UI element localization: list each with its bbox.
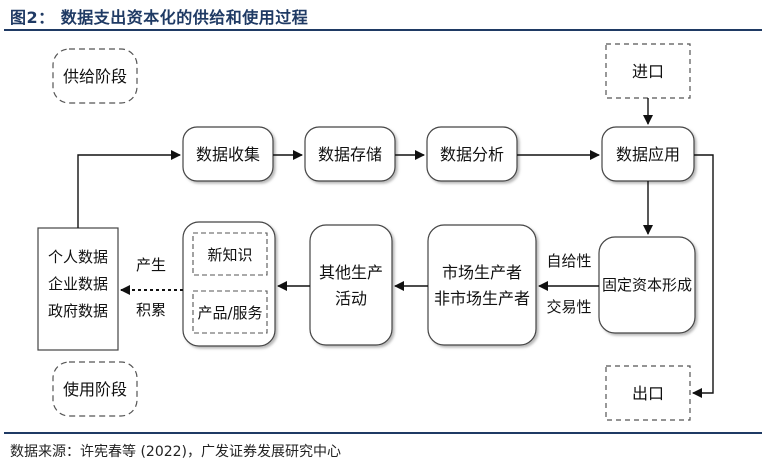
- svg-text:进口: 进口: [632, 62, 664, 81]
- import-node: 进口: [605, 43, 691, 99]
- products-services-node: 产品/服务: [192, 290, 268, 334]
- trade-label: 交易性: [546, 298, 591, 316]
- svg-text:产品/服务: 产品/服务: [197, 304, 262, 322]
- other-production-node: 其他生产 活动: [309, 224, 393, 346]
- data-types-node: 个人数据 企业数据 政府数据: [37, 227, 119, 351]
- svg-text:市场生产者: 市场生产者: [442, 263, 522, 282]
- svg-text:数据收集: 数据收集: [196, 145, 260, 164]
- footer-rule: [4, 432, 762, 434]
- producers-node: 市场生产者 非市场生产者: [427, 224, 537, 346]
- self-supply-label: 自给性: [546, 252, 591, 270]
- svg-text:政府数据: 政府数据: [48, 302, 108, 320]
- data-collection-node: 数据收集: [182, 126, 274, 182]
- svg-text:个人数据: 个人数据: [48, 248, 108, 266]
- data-analysis-node: 数据分析: [426, 126, 518, 182]
- supply-phase-label: 供给阶段: [52, 48, 138, 104]
- output-group-node: 新知识 产品/服务: [182, 221, 276, 347]
- svg-text:数据应用: 数据应用: [616, 145, 680, 164]
- svg-text:供给阶段: 供给阶段: [63, 67, 127, 86]
- title-rule: [4, 29, 762, 31]
- data-application-node: 数据应用: [601, 126, 695, 182]
- svg-text:数据分析: 数据分析: [440, 145, 504, 164]
- svg-text:非市场生产者: 非市场生产者: [434, 289, 530, 308]
- svg-text:数据存储: 数据存储: [318, 145, 382, 164]
- use-phase-label: 使用阶段: [52, 361, 138, 417]
- svg-text:其他生产: 其他生产: [319, 263, 383, 282]
- source-note: 数据来源：许宪春等 (2022)，广发证券发展研究中心: [10, 444, 342, 460]
- flow-arrows: [77, 98, 714, 398]
- svg-text:出口: 出口: [632, 384, 664, 403]
- figure-title: 图2： 数据支出资本化的供给和使用过程: [10, 8, 309, 27]
- svg-text:活动: 活动: [335, 289, 367, 308]
- export-node: 出口: [605, 365, 691, 421]
- svg-text:企业数据: 企业数据: [48, 275, 108, 293]
- svg-text:使用阶段: 使用阶段: [63, 380, 127, 399]
- svg-text:新知识: 新知识: [207, 246, 252, 264]
- data-storage-node: 数据存储: [304, 126, 396, 182]
- capital-formation-node: 固定资本形成: [598, 236, 696, 334]
- svg-text:固定资本形成: 固定资本形成: [602, 276, 692, 294]
- produce-label: 产生: [136, 256, 166, 274]
- new-knowledge-node: 新知识: [192, 232, 268, 276]
- accumulate-label: 积累: [136, 301, 166, 319]
